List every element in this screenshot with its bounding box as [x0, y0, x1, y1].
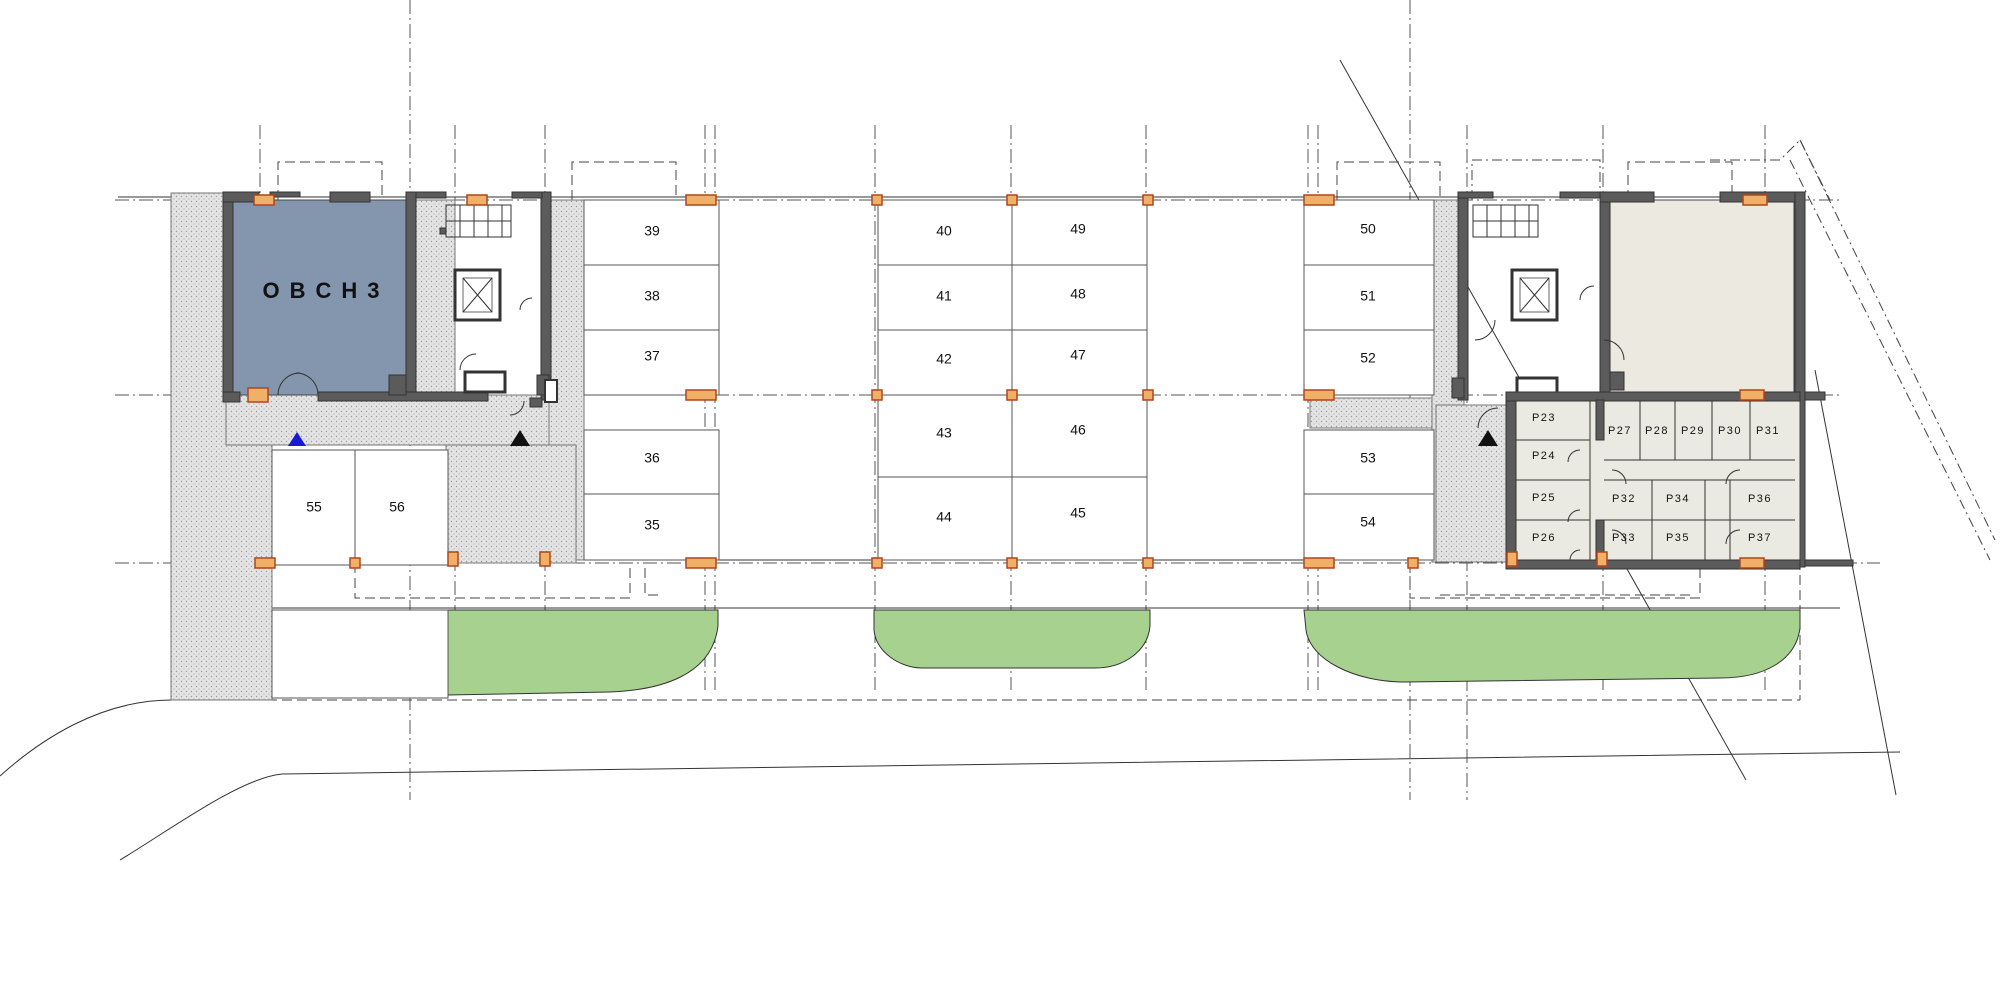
parking-bay-right: 50 51 52 53 54	[1303, 199, 1435, 561]
parking-space-53: 53	[1360, 450, 1376, 466]
parking-space-44: 44	[936, 509, 952, 525]
outdoor-parking: 55 56	[271, 449, 449, 699]
storage-P31: P31	[1756, 425, 1780, 437]
room-right	[1605, 199, 1795, 396]
storage-P25: P25	[1532, 492, 1556, 504]
parking-space-48: 48	[1070, 286, 1086, 302]
parking-space-55: 55	[306, 499, 322, 515]
parking-space-40: 40	[936, 223, 952, 239]
entrance-black-triangle-icon	[1478, 430, 1498, 446]
storage-P26: P26	[1532, 532, 1556, 544]
parking-space-35: 35	[644, 517, 660, 533]
parking-space-52: 52	[1360, 350, 1376, 366]
parking-bay-left: 39 38 37 36 35	[583, 199, 720, 561]
storage-P28: P28	[1645, 425, 1669, 437]
parking-space-39: 39	[644, 223, 660, 239]
parking-space-54: 54	[1360, 514, 1376, 530]
parking-space-38: 38	[644, 288, 660, 304]
parking-space-56: 56	[389, 499, 405, 515]
parking-space-50: 50	[1360, 221, 1376, 237]
storage-P29: P29	[1681, 425, 1705, 437]
storage-P23: P23	[1532, 412, 1556, 424]
storage-P27: P27	[1608, 425, 1632, 437]
parking-space-43: 43	[936, 425, 952, 441]
structural-columns	[247, 194, 1768, 569]
parking-space-37: 37	[644, 348, 660, 364]
left-core: OBCH3	[222, 191, 558, 416]
storage-P30: P30	[1718, 425, 1742, 437]
parking-space-36: 36	[644, 450, 660, 466]
entrance-black-triangle-icon	[510, 430, 530, 446]
parking-space-46: 46	[1070, 422, 1086, 438]
shop-label: OBCH3	[262, 278, 389, 303]
parking-space-45: 45	[1070, 505, 1086, 521]
parking-space-47: 47	[1070, 347, 1086, 363]
storage-P32: P32	[1612, 493, 1636, 505]
right-core: P23 P24 P25 P26 P27 P28 P29 P30 P31 P32 …	[1451, 191, 1854, 570]
parking-bay-center: 40 41 42 43 44 49 48 47 46 45	[877, 199, 1148, 561]
parking-space-41: 41	[936, 288, 952, 304]
storage-P35: P35	[1666, 532, 1690, 544]
upper-floor-outlines	[221, 139, 1996, 701]
parking-space-51: 51	[1360, 288, 1376, 304]
parking-space-49: 49	[1070, 221, 1086, 237]
storage-P24: P24	[1532, 450, 1556, 462]
grass-areas	[447, 609, 1801, 696]
parking-space-42: 42	[936, 351, 952, 367]
entrance-blue-triangle-icon	[288, 432, 306, 446]
shop-unit	[229, 199, 413, 396]
storage-P36: P36	[1748, 493, 1772, 505]
storage-P37: P37	[1748, 532, 1772, 544]
storage-P33: P33	[1612, 532, 1636, 544]
entrance-markers	[288, 430, 1498, 446]
storage-P34: P34	[1666, 493, 1690, 505]
